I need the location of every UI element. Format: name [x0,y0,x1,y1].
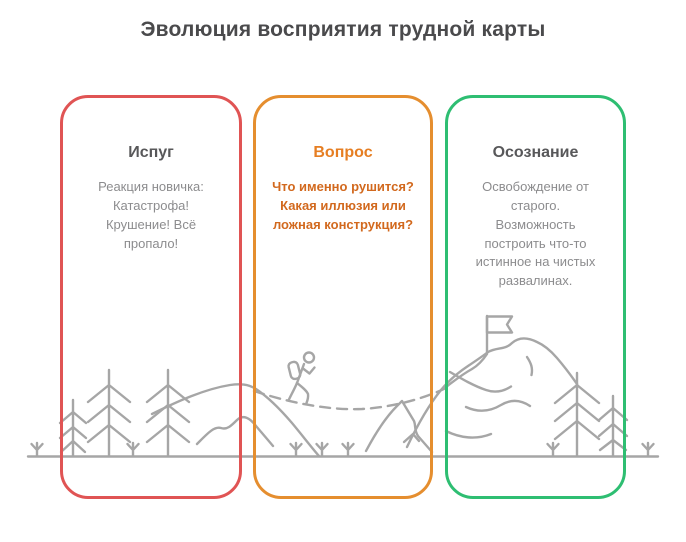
body-line: Реакция новичка: [98,179,204,194]
card-fear-body: Реакция новичка: Катастрофа! Крушение! В… [77,178,225,253]
pine-tree-icon [597,394,629,458]
card-question: Вопрос Что именно рушится? Какая иллюзия… [253,95,433,499]
dashed-trail [252,352,489,411]
body-line: Освобождение от [482,179,589,194]
pine-tree-icon [86,368,132,458]
body-line: развалинах. [498,273,573,289]
card-awareness: Осознание Освобождение от старого. Возмо… [445,95,626,499]
body-line: Какая иллюзия или [280,197,406,213]
card-awareness-title: Осознание [492,144,579,161]
flag-icon [485,314,514,355]
body-line: построить что-то [484,235,587,251]
hiker-icon [287,351,316,405]
card-awareness-body: Освобождение от старого. Возможность пос… [462,178,609,291]
grass-icon [30,441,655,458]
card-question-body: Что именно рушится? Какая иллюзия или ло… [270,178,416,235]
card-fear-title: Испуг [128,144,174,161]
body-line: Крушение! Всё [105,216,197,232]
body-line: истинное на чистых [475,254,596,270]
pine-tree-icon [145,368,191,458]
pine-tree-icon [58,398,88,458]
body-line: ложная конструкция? [272,216,414,232]
body-line: старого. [510,197,561,213]
body-line: Катастрофа! [112,197,189,213]
page-title: Эволюция восприятия трудной карты [140,18,546,41]
body-line: Что именно рушится? [272,179,414,194]
mountain-ridge [405,337,579,449]
body-line: пропало! [123,235,179,251]
body-line: Возможность [495,216,576,232]
card-question-title: Вопрос [313,144,373,161]
card-fear: Испуг Реакция новичка: Катастрофа! Круше… [60,95,242,499]
